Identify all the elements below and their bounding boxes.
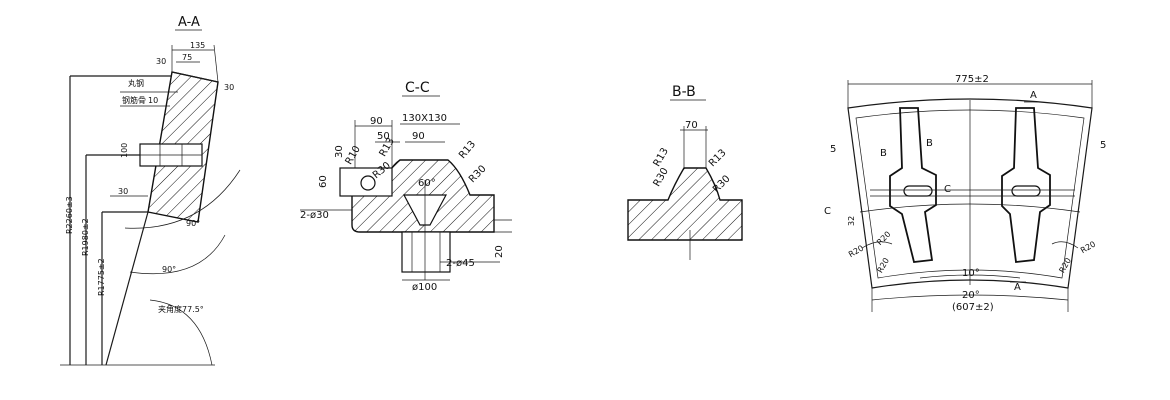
cc-dim-90: 90 <box>370 116 383 127</box>
cc-holes-45: 2-ø45 <box>446 258 475 269</box>
bb-section <box>627 167 743 241</box>
plan-view: 775±2 10° 20° (607±2) 5 5 32 R20 R20 R20… <box>824 74 1106 313</box>
cc-dim-60: 60 <box>318 175 329 188</box>
aa-note-2: 钢筋骨 <box>122 95 146 105</box>
bb-r-30b: R30 <box>711 173 733 195</box>
plan-dim-5b: 5 <box>1100 140 1106 151</box>
plan-left-slot <box>903 185 933 197</box>
aa-r-2260: R2260±3 <box>65 196 74 234</box>
plan-outline <box>847 98 1093 289</box>
aa-dim-100: 100 <box>120 143 129 158</box>
cc-dim-90b: 90 <box>412 131 425 142</box>
cc-hole-30 <box>360 175 376 191</box>
aa-dim-30b: 30 <box>224 83 234 92</box>
plan-label-c2: C <box>824 206 831 217</box>
aa-r-1980: R1980±2 <box>81 218 90 256</box>
view-cc-title: C-C <box>405 80 430 96</box>
view-cc: C-C 90 130X130 50 90 30 60 60° R10 R13 R… <box>300 80 512 293</box>
aa-r-1775: R1775±2 <box>97 258 106 296</box>
aa-note-1: 丸钢 <box>128 78 144 88</box>
aa-dim-10: 10 <box>148 96 158 105</box>
aa-dim-75: 75 <box>182 53 192 62</box>
cc-dim-130: 130X130 <box>402 113 447 124</box>
plan-label-a-bottom: A <box>1014 282 1021 293</box>
plan-label-c1: C <box>944 184 951 195</box>
aa-angle-90b: 90° <box>162 265 176 274</box>
plan-dim-10: 10° <box>962 268 980 279</box>
plan-r-20e: R20 <box>1079 240 1097 256</box>
plan-r-20c: R20 <box>875 256 891 274</box>
cc-dim-50: 50 <box>377 131 390 142</box>
aa-included-angle: 夹角度77.5° <box>158 304 204 314</box>
plan-label-b1: B <box>880 148 887 159</box>
aa-dim-135: 135 <box>190 41 205 50</box>
view-bb: B-B 70 R13 R30 R13 R30 <box>627 84 743 260</box>
plan-label-b2: B <box>926 138 933 149</box>
aa-angle-90a: 90° <box>186 219 200 228</box>
aa-dim-30c: 30 <box>118 187 128 196</box>
plan-left-rib <box>889 107 937 263</box>
bb-dim-70: 70 <box>685 120 698 131</box>
plan-label-a-top: A <box>1030 90 1037 101</box>
plan-dim-607: (607±2) <box>952 302 994 313</box>
plan-dim-32: 32 <box>847 216 856 226</box>
bb-r-13b: R13 <box>707 147 729 169</box>
cc-dim-30: 30 <box>334 145 345 158</box>
cc-r-10: R10 <box>344 144 363 167</box>
plan-r-20b: R20 <box>875 230 893 248</box>
plan-dim-5a: 5 <box>830 144 836 155</box>
plan-dim-775: 775±2 <box>955 74 989 85</box>
cc-r-30b: R30 <box>467 163 489 185</box>
plan-right-rib <box>1001 107 1051 263</box>
plan-dim-20: 20° <box>962 290 980 301</box>
bb-r-13a: R13 <box>652 146 671 169</box>
cc-r-13b: R13 <box>457 139 478 161</box>
cc-holes-30: 2-ø30 <box>300 210 329 221</box>
cc-dim-100: ø100 <box>412 282 437 293</box>
plan-r-20a: R20 <box>847 244 865 260</box>
view-aa-title: A-A <box>178 15 200 30</box>
plan-right-slot <box>1011 185 1041 197</box>
cc-angle-60: 60° <box>418 178 436 189</box>
bb-r-30a: R30 <box>652 166 671 189</box>
cc-dim-20: 20 <box>494 245 505 258</box>
view-bb-title: B-B <box>672 84 696 100</box>
view-aa: A-A 135 75 30 30 丸钢 10 钢筋骨 <box>60 15 241 366</box>
aa-dim-30a: 30 <box>156 57 166 66</box>
